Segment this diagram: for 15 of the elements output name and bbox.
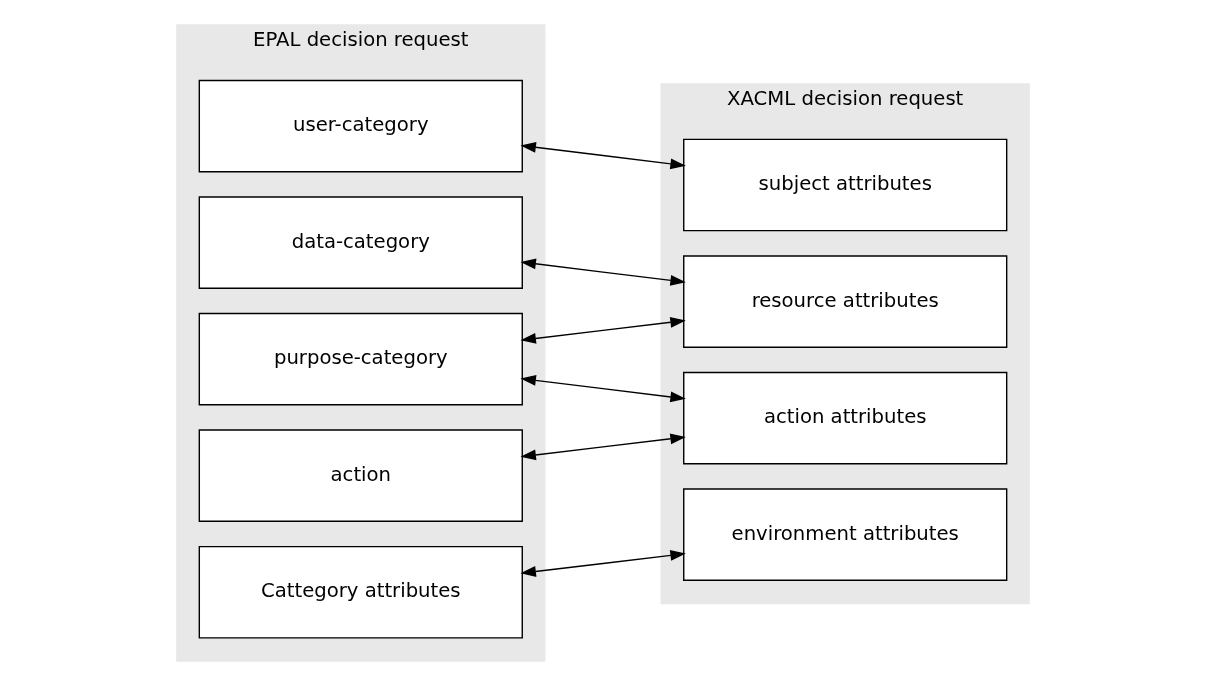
- node-box: action attributes: [682, 371, 1007, 465]
- arrow: [519, 375, 686, 403]
- arrow: [519, 316, 686, 344]
- node-box: user-category: [198, 79, 523, 173]
- arrow: [519, 141, 686, 170]
- node-box: data-category: [198, 196, 523, 289]
- arrow: [519, 550, 686, 577]
- node-box: Cattegory attributes: [198, 545, 523, 639]
- arrow: [519, 433, 686, 461]
- node-box: purpose-category: [198, 312, 523, 406]
- node-box: action: [198, 429, 523, 523]
- node-box: resource attributes: [682, 255, 1007, 348]
- node-box: subject attributes: [682, 138, 1007, 232]
- node-box: environment attributes: [682, 488, 1007, 581]
- arrow: [519, 258, 686, 286]
